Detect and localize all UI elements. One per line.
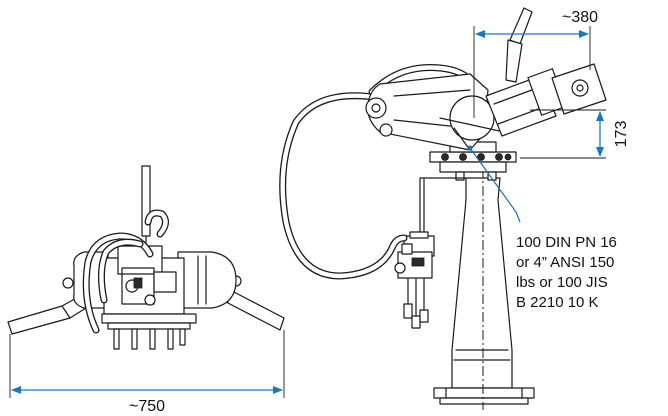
flange-spec-line-4: B 2210 10 K <box>516 294 599 311</box>
flange-height-dimension: 173 <box>596 111 630 157</box>
side-view-monitor <box>279 7 607 410</box>
side-reach-dimension: ~380 <box>475 9 598 38</box>
flange-spec-line-2: or 4” ANSI 150 <box>516 254 614 271</box>
front-width-label: ~750 <box>129 398 165 415</box>
flange-height-label: 173 <box>613 121 630 148</box>
front-view-monitor <box>7 165 285 398</box>
front-width-dimension: ~750 <box>11 386 283 415</box>
flange-leader <box>467 145 521 223</box>
side-reach-label: ~380 <box>562 9 598 26</box>
flange-spec-line-3: lbs or 100 JIS <box>516 274 608 291</box>
flange-spec-callout: 100 DIN PN 16 or 4” ANSI 150 lbs or 100 … <box>516 234 617 311</box>
flange-spec-line-1: 100 DIN PN 16 <box>516 234 617 251</box>
